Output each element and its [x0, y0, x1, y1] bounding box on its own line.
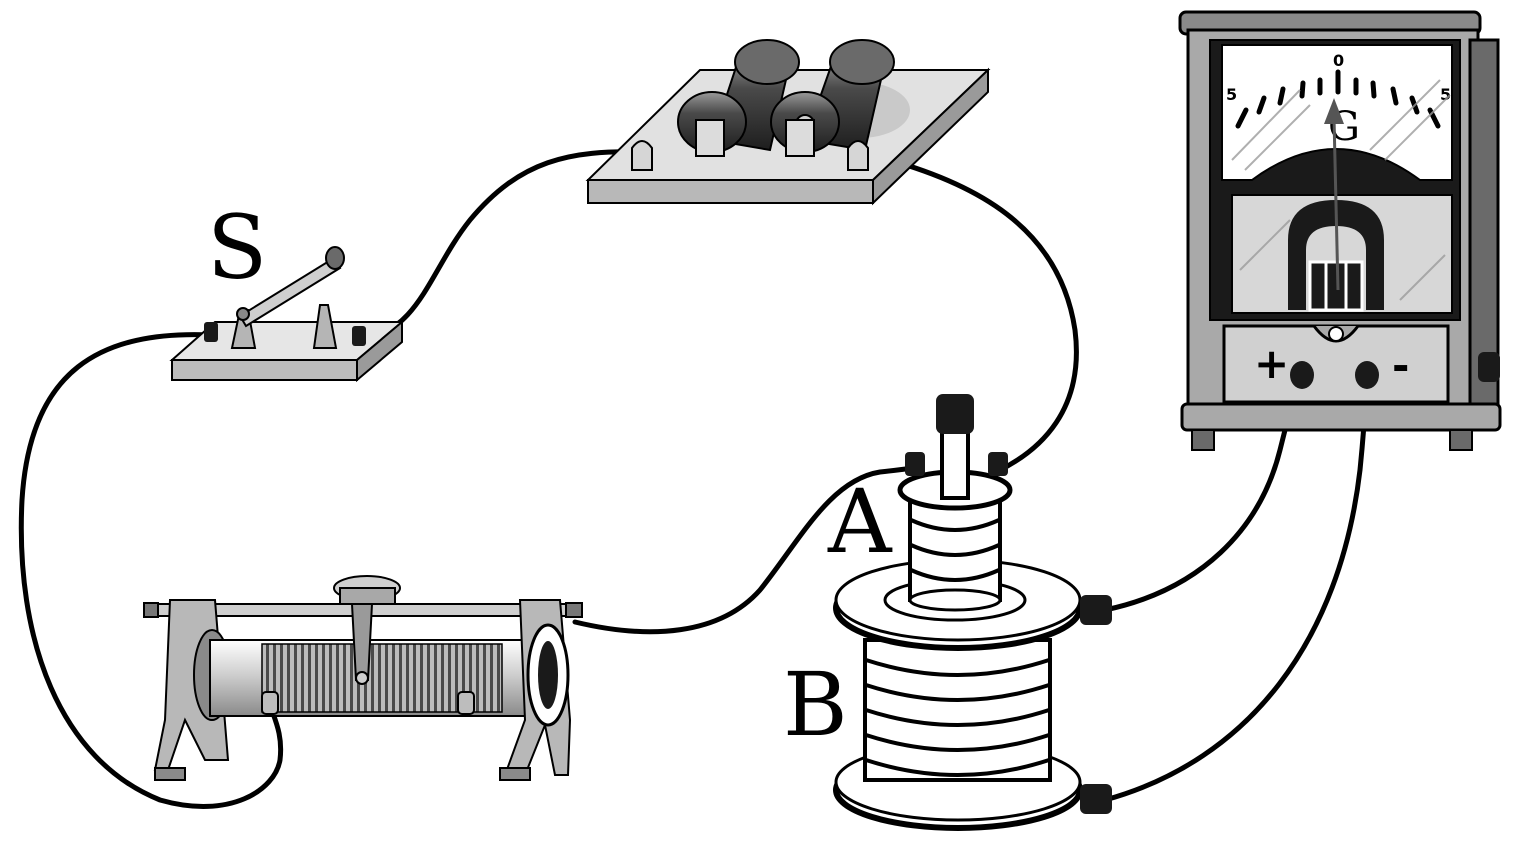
switch-terminal-right[interactable] — [352, 326, 366, 346]
coil-b-label: B — [783, 653, 848, 756]
wire-coil-b-to-galvanometer-minus — [1102, 375, 1370, 803]
scale-left-value: 5 — [1226, 85, 1237, 104]
galvanometer-needle — [1332, 117, 1340, 291]
galvanometer-plus-sign: + — [1254, 339, 1289, 388]
coil-a-terminal-left[interactable] — [905, 452, 925, 476]
coil-a-label: A — [827, 470, 893, 573]
coil-b-terminal-bottom[interactable] — [1080, 784, 1112, 814]
wires — [18, 149, 1370, 809]
coil-a — [897, 394, 1013, 612]
switch-terminal-left[interactable] — [204, 322, 218, 342]
knife-switch[interactable] — [169, 246, 405, 383]
iron-core[interactable] — [940, 428, 970, 500]
battery-terminal-left[interactable] — [631, 140, 653, 171]
coil-a-terminal-right[interactable] — [988, 452, 1008, 476]
battery-cell-2 — [770, 39, 895, 157]
galvanometer-terminal-plus[interactable] — [1290, 361, 1314, 389]
battery-terminal-right[interactable] — [847, 140, 869, 171]
scale-center-value: 0 — [1333, 51, 1344, 70]
galvanometer: 5 0 5 G + - — [1178, 10, 1502, 451]
wire-battery-to-coil-a — [855, 149, 1079, 473]
switch-label: S — [207, 196, 267, 299]
galvanometer-terminal-minus[interactable] — [1355, 361, 1379, 389]
coil-b-terminal-top[interactable] — [1080, 595, 1112, 625]
galvanometer-minus-sign: - — [1392, 341, 1409, 390]
rheostat-terminal-right[interactable] — [565, 602, 583, 618]
scale-right-value: 5 — [1440, 85, 1451, 104]
rheostat[interactable] — [143, 575, 583, 781]
wire-rheostat-to-coil-a — [572, 465, 921, 635]
galvanometer-scale — [1235, 69, 1441, 129]
wire-switch-to-rheostat — [18, 332, 284, 809]
battery — [585, 39, 991, 206]
rheostat-slider[interactable] — [333, 575, 401, 685]
rheostat-terminal-left[interactable] — [261, 691, 279, 715]
wire-switch-to-battery — [359, 149, 645, 343]
